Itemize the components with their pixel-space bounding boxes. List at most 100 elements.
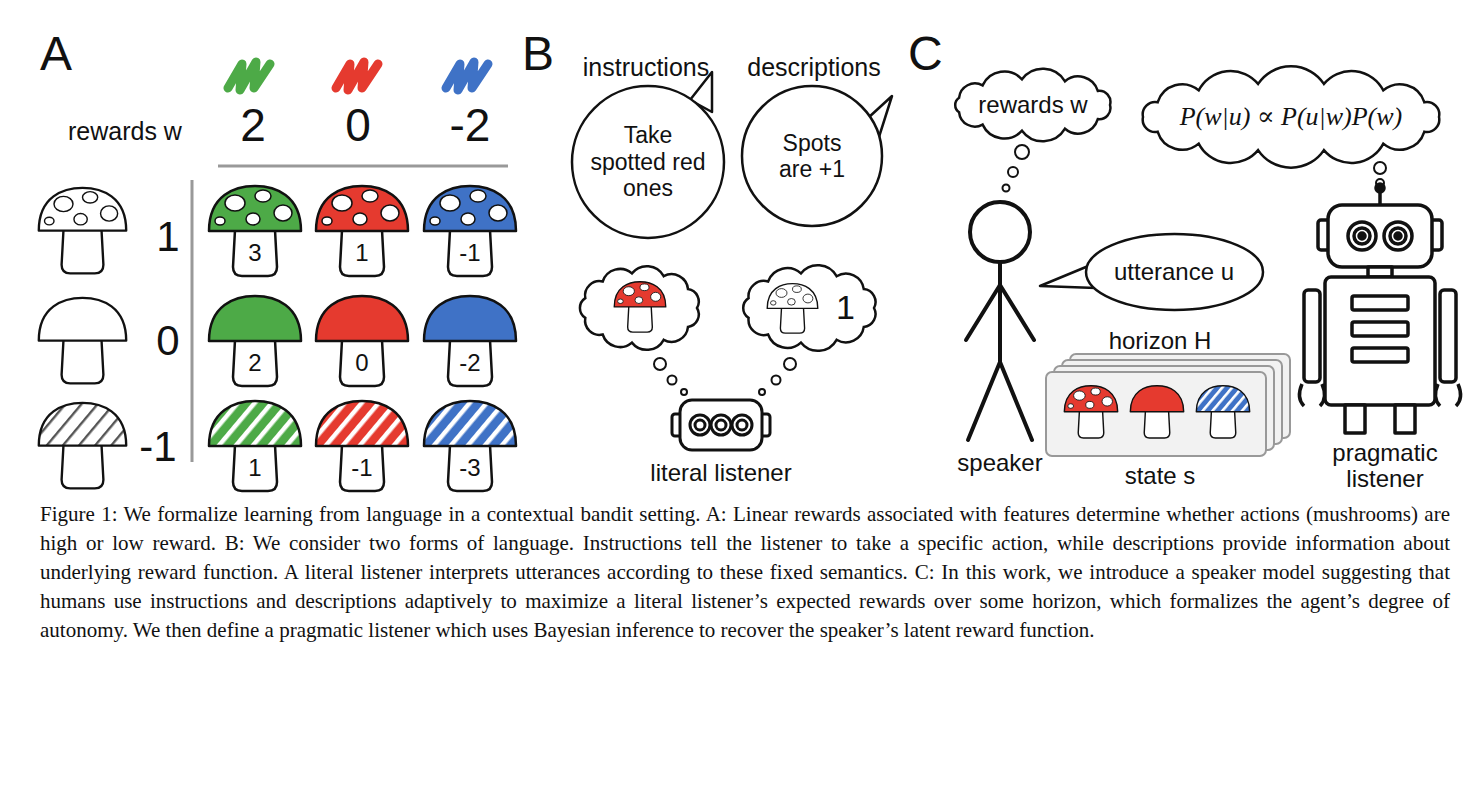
mushroom-spot bbox=[788, 299, 796, 306]
thought-dot bbox=[759, 389, 765, 395]
mushroom-spot bbox=[489, 205, 507, 221]
thought-dot bbox=[772, 376, 781, 385]
mushroom-stem bbox=[233, 445, 277, 491]
mushroom-spot bbox=[45, 217, 55, 225]
mushroom bbox=[1064, 386, 1117, 438]
mushroom-spot bbox=[618, 299, 624, 303]
reward-value: 1 bbox=[355, 239, 368, 267]
mushroom-node: -3 bbox=[420, 398, 520, 493]
reward-value: -1 bbox=[459, 239, 480, 267]
mushroom-stem bbox=[780, 308, 804, 333]
mushroom-stem bbox=[1144, 411, 1170, 438]
mushroom bbox=[209, 186, 301, 276]
mushroom bbox=[209, 296, 301, 386]
mushroom-stem bbox=[233, 340, 277, 386]
cloud-outline bbox=[580, 266, 699, 350]
figure-label: state s bbox=[1125, 463, 1196, 489]
figure-caption: Figure 1: We formalize learning from lan… bbox=[40, 500, 1450, 645]
mushroom-spot bbox=[470, 190, 486, 202]
thought-dot bbox=[1003, 185, 1010, 192]
mushroom-cap bbox=[39, 298, 126, 341]
reward-value: -3 bbox=[459, 454, 480, 482]
mushroom-spot bbox=[623, 287, 634, 296]
reward-value: 2 bbox=[248, 349, 261, 377]
thought-dot bbox=[654, 358, 666, 370]
figure-label: instructions bbox=[583, 54, 709, 82]
mushroom-spot bbox=[635, 297, 643, 304]
node-text: utterance u bbox=[1114, 258, 1234, 286]
mushroom bbox=[614, 282, 666, 332]
mushroom bbox=[424, 401, 516, 491]
bubble-outline bbox=[1086, 234, 1263, 310]
mushroom-spot bbox=[101, 206, 118, 221]
mushroom-spot bbox=[651, 292, 661, 301]
mushroom-cap bbox=[1196, 386, 1249, 412]
mushroom-spot bbox=[640, 284, 649, 291]
node-text: rewards w bbox=[978, 91, 1087, 119]
mushroom-stem bbox=[340, 445, 384, 491]
mushroom-spot bbox=[1074, 391, 1086, 400]
bubble-outline bbox=[572, 86, 724, 238]
thought-dot bbox=[1374, 162, 1386, 174]
mushroom-stem bbox=[62, 445, 104, 489]
mushroom bbox=[39, 298, 126, 384]
figure-label: literal listener bbox=[650, 460, 791, 486]
figure-label: -1 bbox=[139, 424, 176, 470]
mushroom-spot bbox=[246, 213, 260, 225]
mushroom-cap bbox=[767, 284, 818, 309]
mushroom bbox=[1196, 386, 1249, 438]
speech-bubble: Take spotted red ones bbox=[570, 84, 726, 240]
mushroom-spot bbox=[1086, 401, 1094, 408]
mushroom-cap bbox=[424, 186, 516, 231]
thought-dot bbox=[784, 358, 796, 370]
node-text: Spots are +1 bbox=[764, 130, 860, 183]
cloud-outline bbox=[743, 265, 875, 351]
pragmatic-robot bbox=[1299, 184, 1460, 433]
mushroom-stem bbox=[628, 306, 653, 332]
mushroom-stem bbox=[1210, 411, 1236, 438]
figure-label: descriptions bbox=[747, 54, 880, 82]
mushroom-spot bbox=[225, 195, 245, 211]
table-rule bbox=[218, 165, 508, 168]
mushroom-stem bbox=[340, 340, 384, 386]
mushroom-node: 1 bbox=[205, 398, 305, 493]
figure-label: -2 bbox=[450, 100, 491, 151]
mushroom-cap bbox=[209, 186, 301, 231]
figure-label: A bbox=[40, 28, 72, 81]
mushroom-spot bbox=[1091, 388, 1100, 395]
figure-label: 2 bbox=[240, 100, 266, 151]
mushroom-node: -1 bbox=[312, 398, 412, 493]
node-text: Take spotted red ones bbox=[589, 122, 707, 201]
mushroom-cap bbox=[424, 296, 516, 341]
mushroom bbox=[767, 284, 818, 334]
mushroom-spot bbox=[353, 213, 367, 225]
thought-cloud: 1 bbox=[735, 262, 885, 354]
thought-dot bbox=[668, 376, 677, 385]
literal-robot bbox=[672, 400, 770, 450]
mushroom-cap bbox=[614, 282, 666, 307]
mushroom-spot bbox=[274, 205, 292, 221]
speech-bubble: utterance u bbox=[1084, 232, 1265, 312]
figure-label: horizon H bbox=[1109, 328, 1212, 354]
mushroom-spot bbox=[440, 195, 460, 211]
figure-label: C bbox=[908, 28, 943, 81]
mushroom-spot bbox=[1102, 397, 1112, 406]
node-text: 1 bbox=[836, 288, 855, 327]
mushroom-spot bbox=[332, 195, 352, 211]
cloud-outline bbox=[1143, 66, 1440, 167]
mushroom-spot bbox=[803, 294, 813, 303]
figure-label: 0 bbox=[156, 318, 179, 364]
green-swatch bbox=[228, 62, 270, 90]
speaker-figure bbox=[966, 202, 1034, 440]
mushroom bbox=[424, 296, 516, 386]
mushroom-stem bbox=[1078, 411, 1104, 438]
mushroom-stem bbox=[448, 445, 492, 491]
node-outline bbox=[735, 262, 885, 354]
cloud-outline bbox=[955, 69, 1110, 142]
reward-value: 0 bbox=[355, 349, 368, 377]
mushroom-spot bbox=[430, 217, 440, 225]
mushroom bbox=[39, 188, 126, 274]
thought-cloud: rewards w bbox=[945, 68, 1121, 142]
mushroom-spot bbox=[215, 217, 225, 225]
